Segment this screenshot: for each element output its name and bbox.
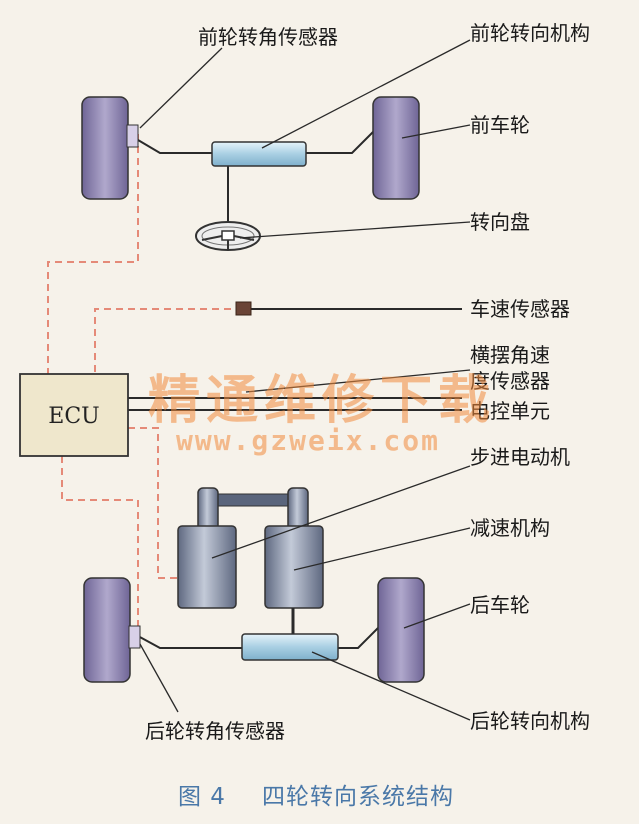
rear-left-tie-rod xyxy=(137,635,242,649)
leader-yaw-rate-sensor xyxy=(245,369,471,393)
rear-left-wheel xyxy=(83,577,131,683)
leader-reduction-mechanism xyxy=(293,527,471,571)
leader-rear-wheel xyxy=(403,603,471,629)
rear-right-tie-rod xyxy=(338,627,379,649)
front-left-wheel xyxy=(81,96,129,200)
label-yaw-rate-sensor-line2: 度传感器 xyxy=(470,369,550,393)
component-labels: 前轮转角传感器 前轮转向机构 前车轮 转向盘 车速传感器 横摆角速 度传感器 电… xyxy=(145,21,590,743)
mechanical-links xyxy=(128,129,462,649)
label-yaw-rate-sensor-line1: 横摆角速 xyxy=(470,343,550,367)
front-left-tie-rod xyxy=(137,139,212,154)
vehicle-speed-sensor xyxy=(235,301,252,316)
rear-wheel-angle-sensor xyxy=(128,625,141,649)
leader-front-steering-mechanism xyxy=(261,39,471,149)
label-electronic-control-unit: 电控单元 xyxy=(470,399,550,423)
label-steering-wheel: 转向盘 xyxy=(470,210,530,234)
watermark-line2: www.gzweix.com xyxy=(176,424,440,457)
front-wheel-angle-sensor xyxy=(126,124,139,148)
reduction-mechanism xyxy=(177,525,324,634)
label-rear-wheel-angle-sensor: 后轮转角传感器 xyxy=(145,719,285,743)
front-sensor-signal-line xyxy=(47,134,139,374)
label-rear-steering-mechanism: 后轮转向机构 xyxy=(470,709,590,733)
leader-rear-steering-mechanism xyxy=(311,651,471,721)
leader-stepper-motor xyxy=(211,465,471,559)
motor-control-line xyxy=(128,427,178,579)
front-right-tie-rod xyxy=(305,129,376,154)
front-right-wheel xyxy=(372,96,420,200)
steering-wheel xyxy=(195,221,261,251)
watermark: 精通维修下载 www.gzweix.com xyxy=(148,371,496,457)
label-reduction-mechanism: 减速机构 xyxy=(470,516,550,540)
label-front-steering-mechanism: 前轮转向机构 xyxy=(470,21,590,45)
rear-right-wheel xyxy=(377,577,425,683)
caption-title: 四轮转向系统结构 xyxy=(262,784,454,810)
ecu-label: ECU xyxy=(48,404,99,429)
label-rear-wheel: 后车轮 xyxy=(470,593,530,617)
label-front-wheel: 前车轮 xyxy=(470,113,530,137)
leader-front-wheel xyxy=(401,124,471,139)
front-steering-rack xyxy=(211,141,307,167)
watermark-line1: 精通维修下载 xyxy=(148,371,496,431)
label-stepper-motor: 步进电动机 xyxy=(470,445,570,469)
signal-wiring xyxy=(47,134,243,628)
ecu-box xyxy=(19,373,129,457)
label-front-wheel-angle-sensor: 前轮转角传感器 xyxy=(198,25,338,49)
rear-sensor-signal-line xyxy=(61,456,139,628)
rear-steering-rack xyxy=(241,633,339,661)
caption-figure-number: 图 4 xyxy=(178,784,226,810)
leader-lines xyxy=(139,39,471,721)
figure-caption: 图 4 四轮转向系统结构 xyxy=(178,784,454,810)
label-vehicle-speed-sensor: 车速传感器 xyxy=(470,297,570,321)
leader-rear-wheel-angle-sensor xyxy=(139,643,179,713)
leader-front-wheel-angle-sensor xyxy=(139,47,223,129)
leader-steering-wheel xyxy=(239,221,471,239)
speed-sensor-signal-line xyxy=(94,308,243,374)
